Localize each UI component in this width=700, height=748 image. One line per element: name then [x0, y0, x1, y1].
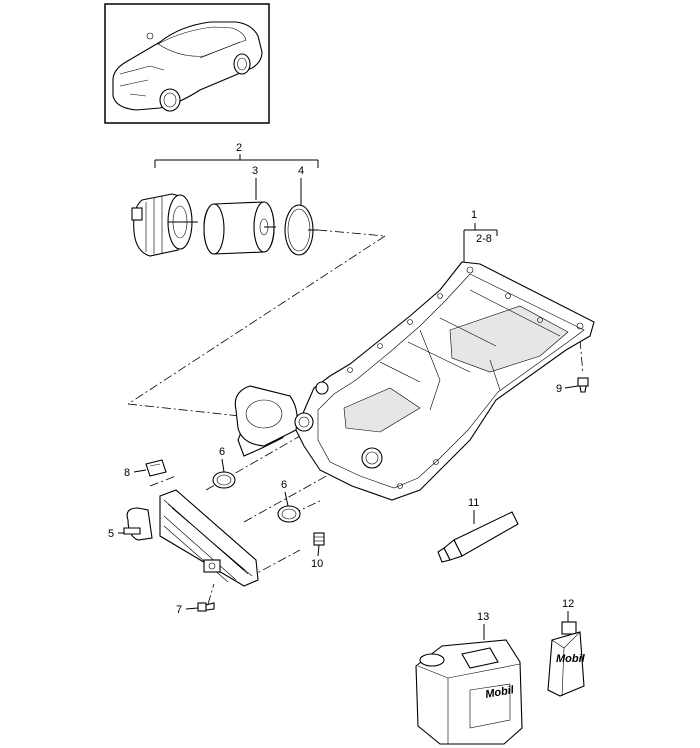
- sealant-tube: [437, 511, 519, 563]
- callout-3: 3: [252, 165, 258, 177]
- bolt-7: [197, 602, 215, 612]
- callout-2-bracket: 2: [154, 142, 319, 168]
- vehicle-thumbnail: [104, 3, 270, 124]
- callout-6a: 6: [219, 446, 225, 458]
- car-illustration: [112, 21, 263, 112]
- callout-4: 4: [298, 165, 304, 177]
- callout-5: 5: [108, 528, 114, 540]
- callout-1-bracket: 1 2-8: [463, 209, 498, 262]
- callout-10: 10: [311, 558, 323, 570]
- oil-pan: [234, 261, 595, 501]
- retaining-clip: [145, 459, 167, 477]
- callout-11: 11: [468, 497, 479, 509]
- seal-ring-lower: [277, 505, 301, 523]
- callout-7: 7: [176, 604, 182, 616]
- oil-cooler: [123, 489, 259, 587]
- oil-canister: Mobil: [415, 639, 523, 745]
- o-ring: [284, 204, 318, 256]
- bottle-brand-label: Mobil: [556, 653, 586, 665]
- oil-filter-cover: [131, 193, 198, 257]
- callout-8: 8: [124, 467, 130, 479]
- callout-13: 13: [477, 611, 489, 623]
- plug-10: [313, 532, 325, 546]
- callout-12: 12: [562, 598, 574, 610]
- oil-bottle: Mobil: [547, 621, 586, 697]
- callout-2: 2: [236, 142, 242, 154]
- callout-1-range: 2-8: [476, 233, 492, 245]
- bolt-9: [577, 377, 589, 393]
- oil-filter-element: [203, 201, 276, 255]
- callout-6b: 6: [281, 479, 287, 491]
- callout-9: 9: [556, 383, 562, 395]
- seal-ring-upper: [212, 471, 236, 489]
- canister-brand-label: Mobil: [484, 684, 515, 701]
- callout-1: 1: [471, 209, 477, 221]
